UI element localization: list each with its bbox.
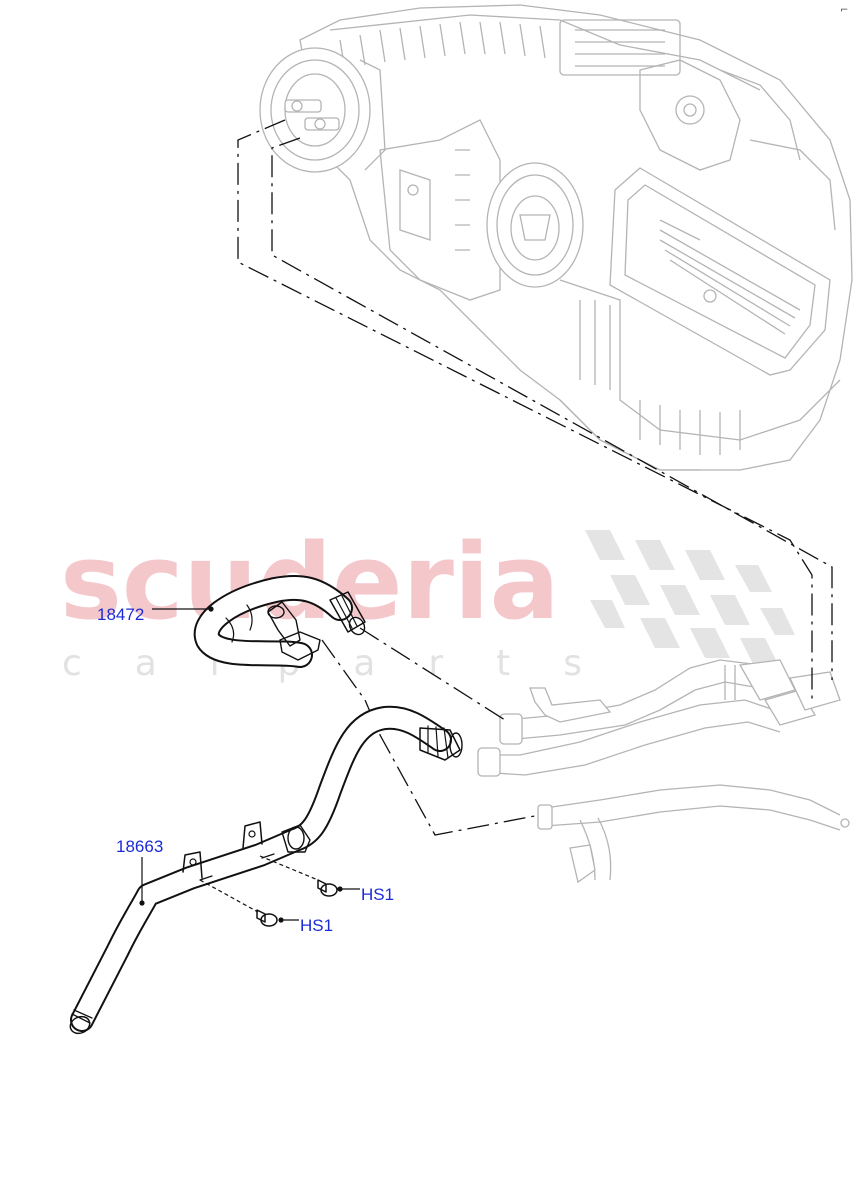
mounting-bracket-1 xyxy=(182,851,203,879)
centre-blower-outlet xyxy=(486,162,584,288)
filter-housing xyxy=(609,167,831,376)
callout-hs1-upper[interactable]: HS1 xyxy=(361,885,394,904)
callouts: 18472 18663 HS1 HS1 xyxy=(97,605,394,935)
screw-hs1-upper[interactable] xyxy=(259,855,343,897)
callout-hs1-lower[interactable]: HS1 xyxy=(300,916,333,935)
watermark-tagline: c a r p a r t s xyxy=(62,643,582,684)
hose-clip xyxy=(267,601,321,661)
hvac-housing-context xyxy=(259,4,853,471)
mounting-bracket-2 xyxy=(242,821,263,849)
left-blower-outlet xyxy=(259,47,386,173)
checker-pattern xyxy=(585,530,795,668)
callout-18663[interactable]: 18663 xyxy=(116,837,163,856)
corner-mark: ⌐ xyxy=(840,5,848,16)
screw-hs1-lower[interactable] xyxy=(199,879,284,927)
hose-18472[interactable] xyxy=(193,574,368,668)
watermark: scuderia c a r p a r t s xyxy=(60,521,795,684)
pipe-18663[interactable] xyxy=(68,705,463,1037)
alignment-lines xyxy=(237,119,833,836)
callout-18472[interactable]: 18472 xyxy=(97,605,144,624)
heater-pipe-context xyxy=(477,659,850,884)
